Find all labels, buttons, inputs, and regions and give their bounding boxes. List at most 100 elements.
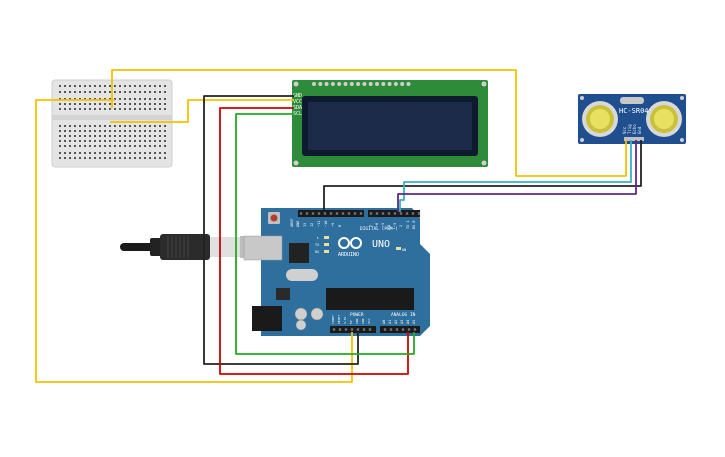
breadboard-hole	[139, 157, 141, 159]
breadboard-hole	[154, 135, 156, 137]
wire-yellow-lcd-vcc[interactable]	[110, 99, 294, 123]
breadboard-hole	[139, 108, 141, 110]
breadboard-hole	[144, 152, 146, 154]
breadboard-hole	[119, 125, 121, 127]
breadboard-hole	[69, 125, 71, 127]
breadboard-hole	[109, 152, 111, 154]
breadboard-hole	[154, 140, 156, 142]
breadboard-hole	[144, 85, 146, 87]
breadboard-hole	[129, 125, 131, 127]
breadboard-hole	[159, 103, 161, 105]
breadboard-hole	[94, 108, 96, 110]
pin-label: 12	[310, 223, 314, 227]
breadboard-hole	[119, 85, 121, 87]
breadboard-hole	[119, 130, 121, 132]
breadboard-hole	[114, 91, 116, 93]
breadboard-hole	[64, 108, 66, 110]
breadboard-hole	[154, 125, 156, 127]
breadboard-hole	[139, 135, 141, 137]
breadboard-hole	[124, 85, 126, 87]
breadboard-hole	[94, 130, 96, 132]
breadboard-hole	[114, 103, 116, 105]
sensor-pin-labels: Vcc Trig Echo Gnd	[622, 124, 642, 134]
breadboard-hole	[64, 103, 66, 105]
header-pin	[305, 212, 309, 215]
wire-yellow-sensor-vcc[interactable]	[111, 69, 627, 177]
pin-label: TX 1	[406, 221, 410, 229]
breadboard-hole	[164, 91, 166, 93]
lcd-display[interactable]: GND VCC SDA SCL	[292, 80, 488, 167]
lcd-header-pin	[356, 82, 361, 86]
breadboard-hole	[99, 157, 101, 159]
breadboard-hole	[149, 108, 151, 110]
breadboard-hole	[164, 152, 166, 154]
breadboard-hole	[139, 152, 141, 154]
breadboard-hole	[119, 108, 121, 110]
breadboard-hole	[59, 130, 61, 132]
arduino-uno[interactable]: UNO ARDUINO DIGITAL (PWM~) POWER ANALOG …	[243, 208, 430, 336]
breadboard-hole	[134, 152, 136, 154]
pin-label: ~5	[381, 223, 385, 227]
wire-teal-sensor-trig[interactable]	[399, 140, 632, 212]
pin-label: A5	[412, 320, 416, 324]
breadboard-hole	[109, 85, 111, 87]
breadboard-hole	[79, 152, 81, 154]
breadboard-hole	[59, 125, 61, 127]
wire-green-lcd-sda[interactable]	[235, 113, 415, 355]
breadboard-hole	[59, 140, 61, 142]
breadboard-hole	[114, 145, 116, 147]
lcd-header-pin	[330, 82, 335, 86]
breadboard-hole	[59, 145, 61, 147]
breadboard-hole	[124, 140, 126, 142]
breadboard-hole	[109, 140, 111, 142]
ultrasonic-sensor[interactable]: HC-SR04 Vcc Trig Echo Gnd	[578, 94, 686, 144]
breadboard-hole	[164, 103, 166, 105]
breadboard-hole	[69, 152, 71, 154]
breadboard-hole	[134, 108, 136, 110]
breadboard-hole	[124, 145, 126, 147]
breadboard-hole	[79, 108, 81, 110]
breadboard-hole	[159, 108, 161, 110]
breadboard-hole	[94, 125, 96, 127]
pin-label: ~11	[317, 221, 321, 227]
breadboard-hole	[109, 130, 111, 132]
breadboard-hole	[104, 152, 106, 154]
breadboard-hole	[119, 157, 121, 159]
wire-purple-sensor-echo[interactable]	[397, 140, 637, 212]
breadboard-hole	[69, 145, 71, 147]
breadboard-hole	[104, 157, 106, 159]
breadboard-hole	[104, 125, 106, 127]
header-pin	[311, 212, 315, 215]
breadboard-hole	[154, 130, 156, 132]
wire-black-sensor-gnd[interactable]	[323, 140, 642, 212]
breadboard-hole	[99, 130, 101, 132]
breadboard-hole	[109, 108, 111, 110]
breadboard-hole	[154, 108, 156, 110]
breadboard-hole	[159, 135, 161, 137]
header-pin	[347, 212, 351, 215]
breadboard-hole	[84, 98, 86, 100]
breadboard-hole	[99, 152, 101, 154]
breadboard-hole	[114, 98, 116, 100]
breadboard-hole	[74, 85, 76, 87]
breadboard-hole	[119, 145, 121, 147]
breadboard-hole	[104, 91, 106, 93]
breadboard-hole	[59, 103, 61, 105]
breadboard-hole	[149, 135, 151, 137]
breadboard-hole	[79, 145, 81, 147]
breadboard-hole	[119, 152, 121, 154]
analog-label: ANALOG IN	[391, 312, 416, 318]
breadboard[interactable]	[51, 79, 173, 168]
breadboard-hole	[124, 98, 126, 100]
arduino-brand: ARDUINO	[338, 252, 359, 258]
breadboard-hole	[144, 125, 146, 127]
breadboard-hole	[164, 130, 166, 132]
wire-red-lcd-vcc[interactable]	[219, 107, 409, 375]
breadboard-hole	[84, 135, 86, 137]
breadboard-hole	[144, 98, 146, 100]
breadboard-hole	[79, 140, 81, 142]
breadboard-hole	[89, 135, 91, 137]
breadboard-hole	[79, 85, 81, 87]
breadboard-holes	[59, 85, 166, 159]
breadboard-hole	[99, 125, 101, 127]
